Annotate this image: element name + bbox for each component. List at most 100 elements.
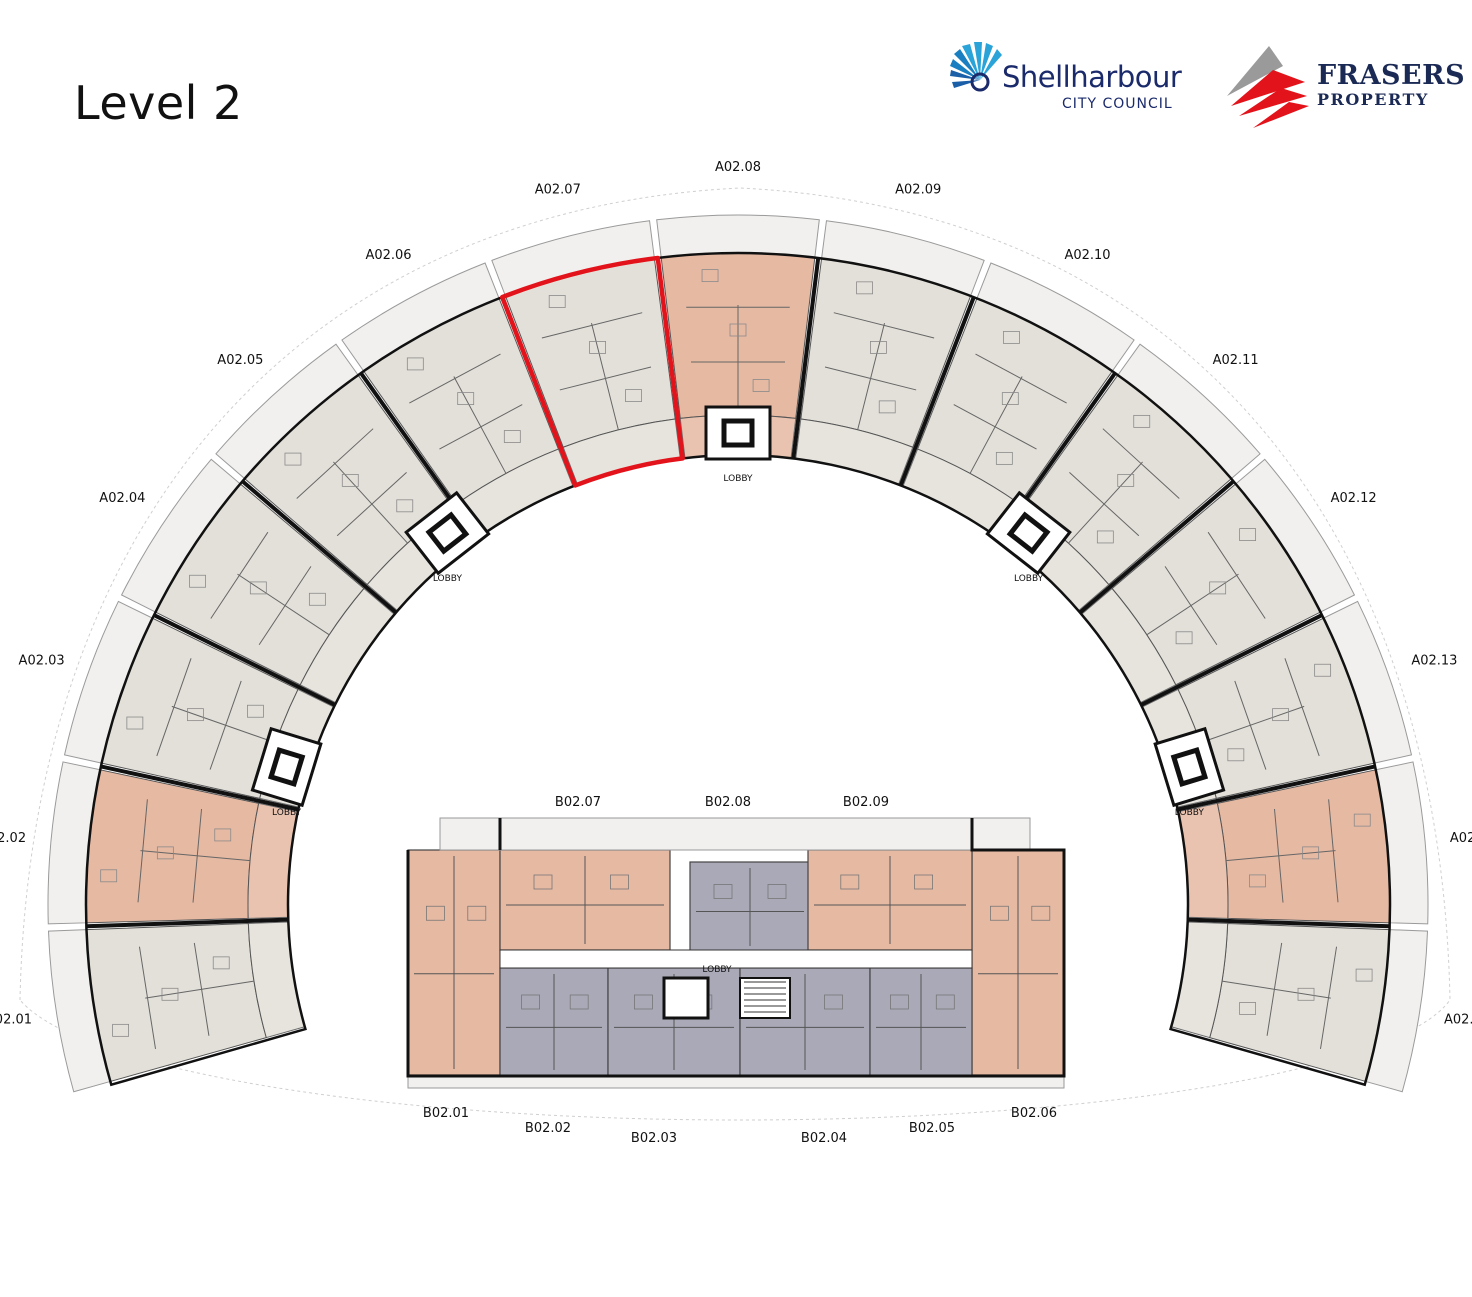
furniture bbox=[457, 392, 475, 405]
lift-car bbox=[1170, 746, 1209, 788]
furniture bbox=[935, 994, 955, 1010]
unit-A02-07[interactable] bbox=[491, 220, 681, 486]
lift-shaft bbox=[404, 490, 491, 576]
furniture bbox=[1302, 846, 1320, 860]
lobby-core: LOBBY bbox=[404, 490, 491, 584]
furniture bbox=[214, 828, 232, 842]
room-partition bbox=[1221, 980, 1331, 999]
selected-unit-highlight[interactable] bbox=[499, 255, 685, 488]
party-wall bbox=[791, 257, 821, 459]
council-name: Shellharbour bbox=[1002, 60, 1182, 94]
furniture bbox=[589, 341, 606, 354]
furniture bbox=[1003, 331, 1020, 344]
unit-B02-01-wing[interactable] bbox=[407, 849, 501, 1076]
unit-A02-04[interactable] bbox=[120, 458, 396, 704]
furniture bbox=[548, 295, 566, 308]
council-swirl-icon bbox=[950, 42, 1002, 92]
unit-label-A02-02: A02.02 bbox=[0, 831, 26, 846]
furniture bbox=[100, 869, 118, 883]
lobby-label: LOBBY bbox=[702, 965, 732, 975]
lobby-core: LOBBY bbox=[704, 405, 772, 484]
unit-B02-07[interactable] bbox=[499, 849, 671, 951]
furniture bbox=[713, 884, 733, 899]
party-wall bbox=[1078, 479, 1235, 615]
unit-B02-02[interactable] bbox=[499, 967, 609, 1077]
furniture bbox=[467, 905, 487, 921]
b-top-balcony bbox=[439, 817, 1031, 851]
page-title: Level 2 bbox=[74, 76, 243, 130]
building-a-units bbox=[47, 214, 1429, 1093]
frasers-mark-icon bbox=[1227, 46, 1309, 128]
furniture bbox=[503, 430, 521, 443]
lift-car bbox=[721, 418, 755, 448]
furniture bbox=[1175, 631, 1193, 645]
lobby-core: LOBBY bbox=[985, 490, 1072, 584]
unit-label-A02-08: A02.08 bbox=[715, 160, 761, 175]
unit-A02-14[interactable] bbox=[1177, 761, 1429, 925]
unit-B02-06-wing[interactable] bbox=[971, 849, 1065, 1076]
furniture bbox=[1239, 528, 1257, 542]
unit-label-A02-09: A02.09 bbox=[895, 182, 941, 197]
unit-A02-15[interactable] bbox=[1170, 921, 1429, 1093]
room-partition bbox=[857, 323, 885, 430]
unit-label-A02-14: A02.14 bbox=[1450, 831, 1472, 846]
unit-label-A02-10: A02.10 bbox=[1064, 248, 1110, 263]
furniture bbox=[610, 874, 629, 890]
unit-A02-10[interactable] bbox=[902, 262, 1135, 538]
furniture bbox=[341, 473, 359, 487]
furniture bbox=[1031, 905, 1051, 921]
furniture bbox=[995, 451, 1013, 465]
unit-A02-12[interactable] bbox=[1080, 458, 1356, 704]
lobby-core: LOBBY bbox=[1153, 726, 1226, 818]
site-outline bbox=[19, 187, 1451, 1121]
unit-label-A02-01: A02.01 bbox=[0, 1013, 32, 1028]
unit-A02-09[interactable] bbox=[795, 220, 985, 486]
unit-label-A02-04: A02.04 bbox=[99, 491, 145, 506]
room-partition bbox=[1225, 850, 1336, 862]
furniture bbox=[406, 357, 424, 371]
unit-A02-06[interactable] bbox=[341, 262, 574, 538]
furniture bbox=[569, 994, 589, 1010]
party-wall bbox=[1140, 613, 1323, 707]
unit-A02-02[interactable] bbox=[47, 761, 299, 925]
room-partition bbox=[171, 705, 276, 744]
furniture bbox=[156, 846, 174, 860]
unit-label-A02-05: A02.05 bbox=[217, 353, 263, 368]
unit-A02-01[interactable] bbox=[47, 921, 306, 1093]
developer-subtitle: PROPERTY bbox=[1317, 90, 1429, 109]
lift-shaft bbox=[1153, 726, 1226, 808]
furniture bbox=[729, 323, 747, 337]
furniture bbox=[112, 1023, 129, 1037]
unit-B02-05[interactable] bbox=[869, 967, 973, 1077]
room-partition bbox=[333, 461, 408, 544]
furniture bbox=[425, 905, 445, 921]
lift-car bbox=[267, 746, 306, 788]
lobby-label: LOBBY bbox=[1014, 574, 1044, 584]
unit-balcony bbox=[656, 214, 820, 259]
furniture bbox=[870, 341, 887, 354]
furniture bbox=[1272, 708, 1289, 722]
lobby-label: LOBBY bbox=[723, 474, 753, 484]
furniture bbox=[189, 574, 206, 588]
room-partition bbox=[1200, 705, 1305, 744]
unit-body bbox=[1209, 923, 1391, 1083]
furniture bbox=[161, 987, 179, 1001]
unit-label-B02-07: B02.07 bbox=[555, 795, 601, 810]
furniture bbox=[1249, 874, 1266, 888]
developer-name: FRASERS bbox=[1317, 60, 1466, 91]
room-partition bbox=[591, 323, 619, 430]
room-partition bbox=[1068, 461, 1143, 544]
unit-B02-09[interactable] bbox=[807, 849, 973, 951]
furniture bbox=[990, 905, 1009, 921]
room-partition bbox=[145, 980, 255, 999]
furniture bbox=[1355, 968, 1373, 982]
unit-B02-08[interactable] bbox=[689, 861, 811, 953]
party-wall bbox=[898, 296, 976, 487]
unit-label-A02-03: A02.03 bbox=[19, 654, 65, 669]
unit-label-B02-08: B02.08 bbox=[705, 795, 751, 810]
furniture bbox=[249, 581, 267, 595]
room-partition bbox=[237, 573, 330, 636]
furniture bbox=[1117, 473, 1135, 487]
furniture bbox=[1227, 748, 1245, 762]
